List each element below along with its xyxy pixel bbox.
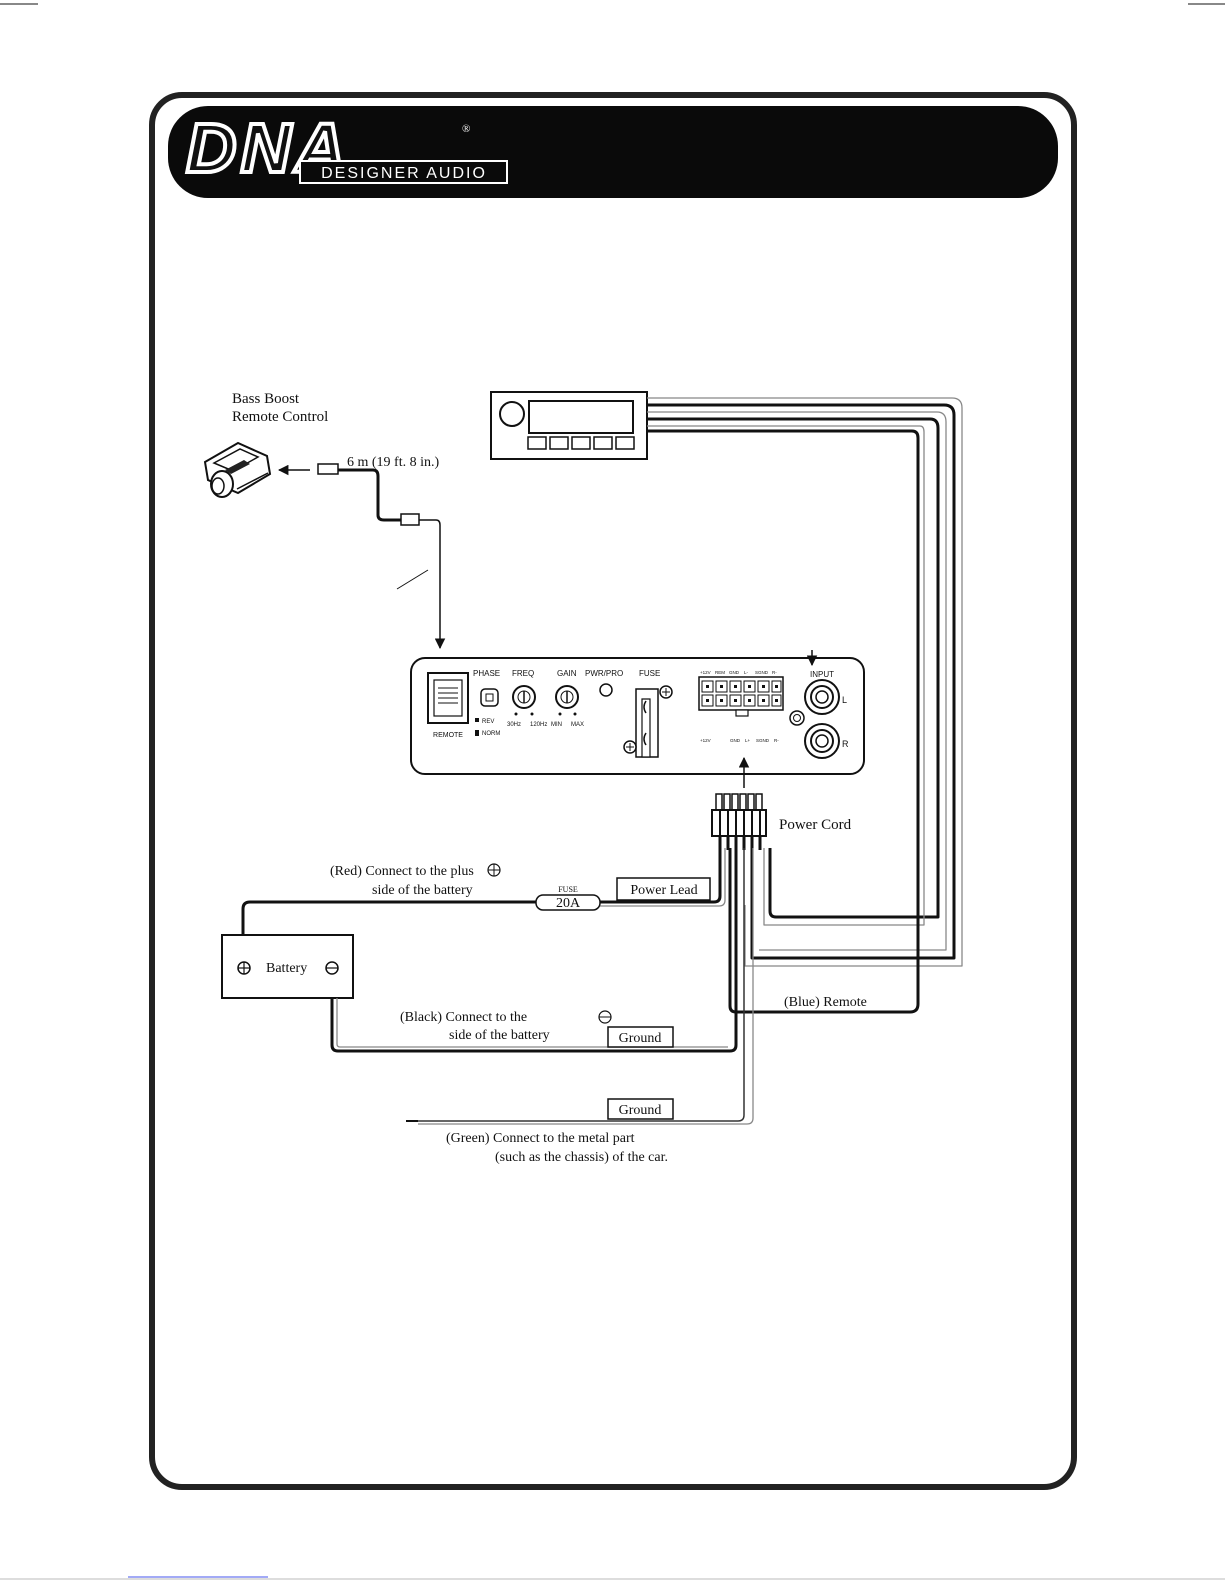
svg-text:REM: REM: [715, 670, 725, 675]
rca-jack-icon: [804, 679, 840, 715]
svg-text:FREQ: FREQ: [512, 669, 534, 678]
header-band: DNA ® DESIGNER AUDIO: [168, 106, 1058, 198]
ground-wire: (Black) Connect to the side of the batte…: [330, 848, 738, 1053]
minus-circle-icon: [598, 1010, 612, 1024]
svg-text:SGND: SGND: [756, 738, 770, 743]
svg-text:FUSE: FUSE: [558, 885, 578, 894]
svg-text:FUSE: FUSE: [639, 669, 660, 678]
svg-text:L-: L-: [744, 670, 749, 675]
svg-text:GAIN: GAIN: [557, 669, 577, 678]
svg-text:(Black) Connect to the: (Black) Connect to the: [400, 1010, 527, 1025]
svg-text:Power Lead: Power Lead: [630, 883, 697, 898]
svg-text:+12V: +12V: [700, 738, 711, 743]
power-led: [599, 683, 613, 697]
svg-text:Battery: Battery: [266, 961, 307, 976]
fuse-20a: [535, 894, 601, 911]
head-unit-icon: [490, 391, 648, 460]
svg-text:SGND: SGND: [755, 670, 769, 675]
svg-text:(such as the chassis) of the c: (such as the chassis) of the car.: [495, 1150, 668, 1165]
svg-text:Ground: Ground: [619, 1103, 662, 1118]
svg-text:+12V: +12V: [700, 670, 711, 675]
svg-text:Power Cord: Power Cord: [779, 817, 852, 833]
svg-text:120Hz: 120Hz: [530, 722, 547, 728]
remote-control-label-2: Remote Control: [232, 409, 328, 425]
head-unit-wires: [647, 397, 963, 1014]
crop-marks: [0, 3, 1225, 1580]
page-border: [149, 92, 1077, 1490]
remote-control-knob-icon: [203, 441, 272, 498]
minus-circle-icon: [325, 961, 339, 975]
svg-text:NORM: NORM: [482, 731, 500, 737]
chassis-ground-wire: Ground (Green) Connect to the metal part…: [406, 848, 754, 1165]
svg-text:R-: R-: [772, 670, 777, 675]
svg-text:REMOTE: REMOTE: [433, 732, 463, 739]
plus-circle-icon: [487, 863, 501, 877]
svg-text:R: R: [842, 739, 849, 749]
svg-text:side of the battery: side of the battery: [372, 883, 473, 898]
svg-text:L: L: [842, 695, 847, 705]
svg-text:MAX: MAX: [571, 722, 584, 728]
terminal-block: +12V REM GND L- SGND R- +12V GND L+: [698, 670, 784, 743]
svg-text:side of the battery: side of the battery: [449, 1028, 550, 1043]
svg-text:PHASE: PHASE: [473, 669, 500, 678]
svg-text:(Green) Connect to the metal p: (Green) Connect to the metal part: [446, 1131, 635, 1146]
blue-remote-label: (Blue) Remote: [784, 995, 867, 1010]
power-cord-connector: Power Cord: [711, 793, 852, 850]
plus-circle-icon: [237, 961, 251, 975]
svg-text:®: ®: [462, 123, 470, 135]
svg-text:PWR/PRO: PWR/PRO: [585, 669, 623, 678]
svg-text:DESIGNER AUDIO: DESIGNER AUDIO: [321, 165, 487, 182]
remote-cable: 6 m (19 ft. 8 in.): [317, 455, 446, 650]
svg-text:30Hz: 30Hz: [507, 722, 521, 728]
rca-jack-icon: [804, 723, 840, 759]
fuse-holder-icon: [623, 685, 673, 758]
svg-text:REV: REV: [482, 719, 494, 725]
svg-text:GND: GND: [730, 738, 741, 743]
power-lead-wire: 20A FUSE Power Lead (Red) Connect to the…: [241, 848, 726, 958]
battery: Battery: [221, 934, 354, 999]
svg-text:R-: R-: [774, 738, 779, 743]
svg-text:L+: L+: [745, 738, 751, 743]
svg-text:MIN: MIN: [551, 722, 562, 728]
svg-text:Ground: Ground: [619, 1031, 662, 1046]
svg-text:20A: 20A: [556, 896, 581, 911]
svg-text:(Red) Connect to the plus: (Red) Connect to the plus: [330, 864, 474, 879]
amplifier-panel: REMOTE PHASE REV NORM FREQ 30Hz 120Hz GA…: [410, 657, 865, 775]
svg-text:6 m (19 ft. 8 in.): 6 m (19 ft. 8 in.): [347, 455, 439, 470]
svg-text:INPUT: INPUT: [810, 670, 834, 679]
remote-control-label-1: Bass Boost: [232, 391, 300, 407]
dna-logo: DNA ® DESIGNER AUDIO: [184, 107, 508, 189]
svg-text:GND: GND: [729, 670, 740, 675]
